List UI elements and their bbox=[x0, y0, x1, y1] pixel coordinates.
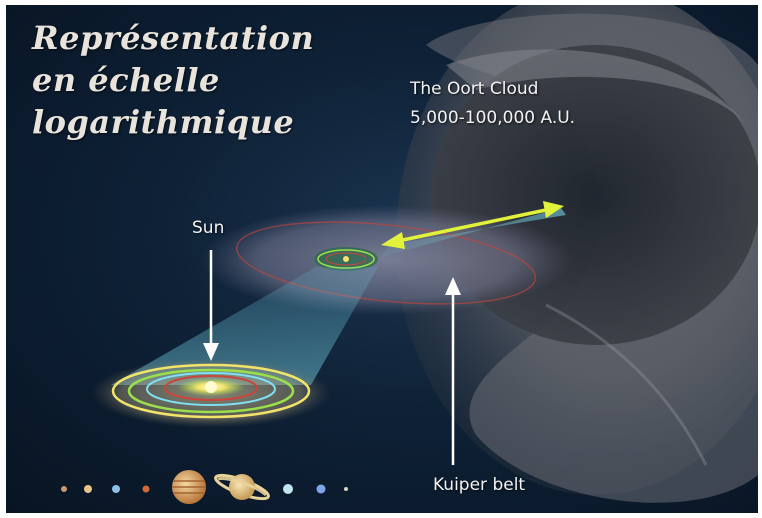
planet-row bbox=[61, 470, 348, 504]
oort-distance-arrow bbox=[381, 201, 564, 249]
neptune-icon bbox=[316, 484, 326, 494]
mars-icon bbox=[142, 485, 150, 493]
title-line-1: Représentation bbox=[32, 19, 315, 57]
sun-arrow bbox=[203, 250, 219, 361]
venus-icon bbox=[84, 485, 92, 493]
sun-label: Sun bbox=[192, 218, 225, 238]
title-line-2: en échelle bbox=[32, 61, 220, 99]
diagram-canvas bbox=[61, 5, 758, 504]
saturn-icon bbox=[214, 473, 270, 501]
kuiper-belt-label: Kuiper belt bbox=[433, 475, 526, 495]
uranus-icon bbox=[283, 484, 293, 494]
inner-solar-system bbox=[91, 358, 331, 428]
sun-icon bbox=[205, 381, 217, 393]
mercury-icon bbox=[61, 486, 67, 492]
oort-range-label: 5,000-100,000 A.U. bbox=[410, 108, 576, 128]
title-line-3: logarithmique bbox=[32, 103, 295, 141]
pluto-icon bbox=[344, 487, 348, 491]
solar-system-diagram: Représentation en échelle logarithmique … bbox=[6, 5, 758, 513]
oort-cloud-label: The Oort Cloud bbox=[410, 79, 539, 99]
jupiter-icon bbox=[172, 470, 206, 504]
kuiper-arrow bbox=[445, 277, 461, 465]
zoom-beams bbox=[111, 208, 566, 385]
earth-icon bbox=[112, 485, 120, 493]
